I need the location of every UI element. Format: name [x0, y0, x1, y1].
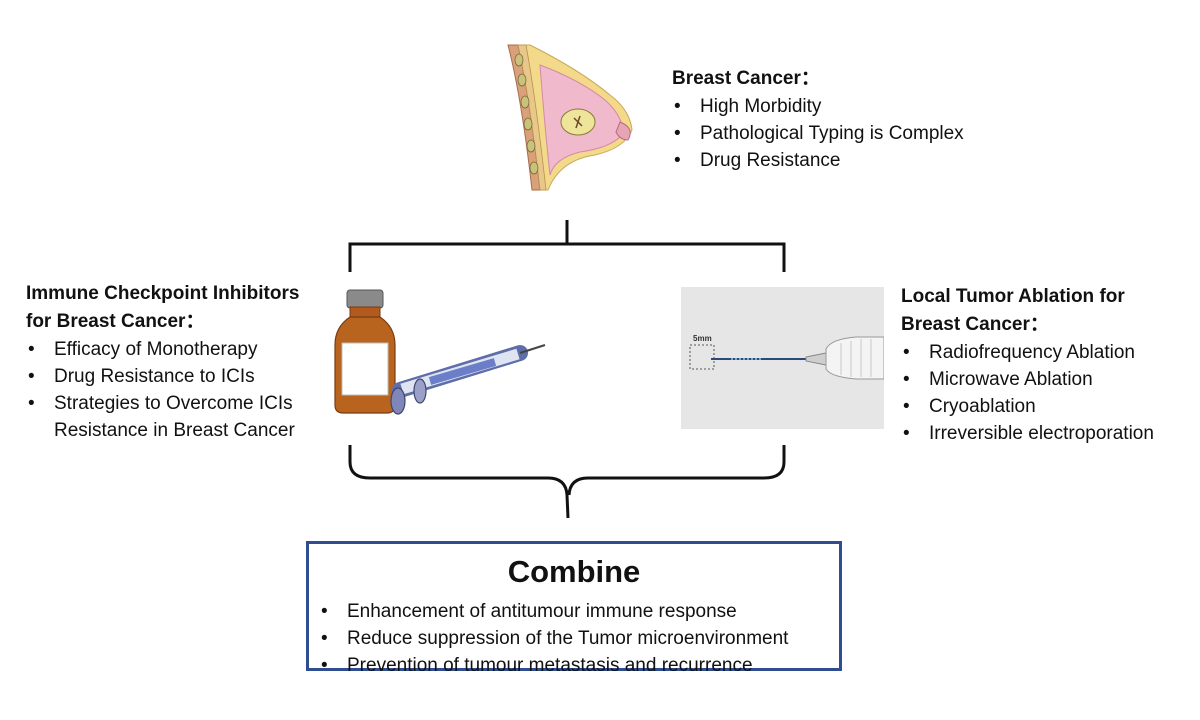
list-item: Drug Resistance	[672, 147, 964, 174]
list-item: Pathological Typing is Complex	[672, 120, 964, 147]
list-item: Reduce suppression of the Tumor microenv…	[319, 625, 839, 652]
ici-list: Efficacy of Monotherapy Drug Resistance …	[26, 336, 326, 444]
breast-anatomy-illustration	[507, 44, 633, 191]
vial-syringe-illustration	[334, 289, 546, 415]
ici-heading-line2: for Breast Cancer：	[26, 311, 205, 332]
breast-cancer-list: High Morbidity Pathological Typing is Co…	[672, 93, 964, 174]
list-item: Strategies to Overcome ICIs Resistance i…	[26, 390, 326, 444]
list-item: Microwave Ablation	[901, 366, 1191, 393]
combine-box: Combine Enhancement of antitumour immune…	[306, 541, 842, 679]
list-item: High Morbidity	[672, 93, 964, 120]
scale-label: 5mm	[693, 334, 712, 343]
breast-cancer-section: Breast Cancer： High Morbidity Pathologic…	[672, 65, 964, 174]
ablation-heading-line2: Breast Cancer：	[901, 314, 1049, 335]
ici-heading-line1: Immune Checkpoint Inhibitors	[26, 283, 300, 304]
list-item: Efficacy of Monotherapy	[26, 336, 326, 363]
list-item: Irreversible electroporation	[901, 420, 1191, 447]
list-item: Cryoablation	[901, 393, 1191, 420]
list-item: Drug Resistance to ICIs	[26, 363, 326, 390]
list-item: Enhancement of antitumour immune respons…	[319, 598, 839, 625]
ablation-heading-line1: Local Tumor Ablation for	[901, 286, 1125, 307]
ablation-section: Local Tumor Ablation for Breast Cancer： …	[901, 283, 1191, 447]
ablation-list: Radiofrequency Ablation Microwave Ablati…	[901, 339, 1191, 447]
ablation-needle-image: 5mm	[681, 287, 884, 429]
list-item: Prevention of tumour metastasis and recu…	[319, 652, 839, 679]
combine-title: Combine	[507, 554, 641, 589]
list-item: Radiofrequency Ablation	[901, 339, 1191, 366]
ici-section: Immune Checkpoint Inhibitors for Breast …	[26, 280, 326, 444]
breast-cancer-heading: Breast Cancer：	[672, 68, 820, 89]
combine-list: Enhancement of antitumour immune respons…	[319, 598, 839, 679]
